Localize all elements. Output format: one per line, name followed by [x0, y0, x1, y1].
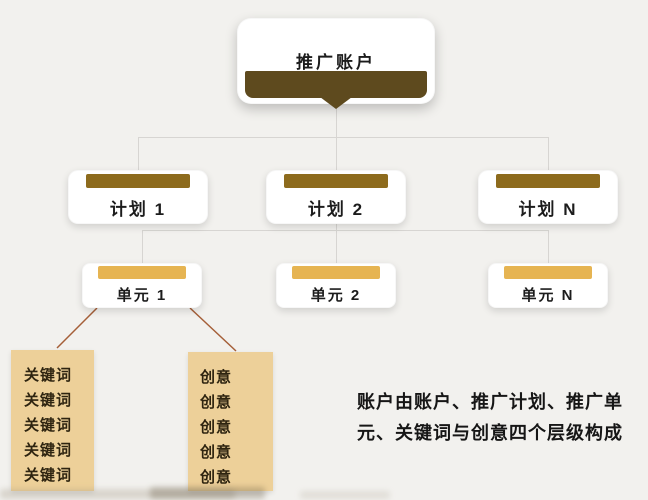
plan1-node-bar — [86, 174, 190, 188]
account-node-notch-icon — [320, 97, 352, 109]
creative-item: 创意 — [200, 394, 233, 411]
plan2-node: 计划 2 — [266, 170, 406, 224]
bottom-blur-remnant — [150, 487, 265, 499]
unitN-node-bar — [504, 266, 592, 279]
connector-plan2-drop — [336, 137, 337, 170]
caption-line-2: 元、关键词与创意四个层级构成 — [357, 423, 623, 443]
connector-plans-horizontal — [138, 137, 548, 138]
unit1-to-creatives-line — [189, 307, 237, 352]
plan1-node-label: 计划 1 — [109, 200, 167, 219]
connector-account-drop — [336, 106, 337, 137]
keyword-item: 关键词 — [24, 367, 73, 384]
planN-node: 计划 N — [478, 170, 618, 224]
unit1-node-bar — [98, 266, 186, 279]
creative-item: 创意 — [200, 469, 233, 486]
keyword-item: 关键词 — [24, 392, 73, 409]
connector-unit1-drop — [142, 230, 143, 263]
planN-node-bar — [496, 174, 600, 188]
unitN-node-label: 单元 N — [521, 287, 575, 304]
plan2-node-label: 计划 2 — [307, 200, 365, 219]
creative-item: 创意 — [200, 369, 233, 386]
caption: 账户由账户、推广计划、推广单 元、关键词与创意四个层级构成 — [342, 387, 638, 449]
unit1-node-label: 单元 1 — [116, 287, 168, 304]
keyword-list: 关键词 关键词 关键词 关键词 关键词 — [11, 350, 94, 491]
creative-list: 创意 创意 创意 创意 创意 — [188, 352, 273, 491]
planN-node-label: 计划 N — [518, 200, 578, 219]
keyword-item: 关键词 — [24, 467, 73, 484]
connector-plan2-to-units — [336, 224, 337, 263]
connector-unitN-drop — [548, 230, 549, 263]
creative-item: 创意 — [200, 444, 233, 461]
bottom-blur-remnant — [0, 489, 235, 499]
unit2-node-label: 单元 2 — [310, 287, 362, 304]
unit2-node-bar — [292, 266, 380, 279]
unit1-to-keywords-line — [56, 307, 98, 349]
account-node: 推广账户 — [237, 18, 435, 109]
plan2-node-bar — [284, 174, 388, 188]
connector-plan1-drop — [138, 137, 139, 170]
unit1-node: 单元 1 — [82, 263, 202, 308]
account-node-label: 推广账户 — [296, 53, 376, 72]
unit2-node: 单元 2 — [276, 263, 396, 308]
keyword-item: 关键词 — [24, 442, 73, 459]
account-node-bar — [245, 71, 427, 98]
plan1-node: 计划 1 — [68, 170, 208, 224]
keyword-item: 关键词 — [24, 417, 73, 434]
connector-planN-drop — [548, 137, 549, 170]
caption-line-1: 账户由账户、推广计划、推广单 — [357, 392, 623, 412]
connector-units-horizontal — [142, 230, 548, 231]
unitN-node: 单元 N — [488, 263, 608, 308]
bottom-blur-remnant — [300, 491, 390, 499]
creative-item: 创意 — [200, 419, 233, 436]
